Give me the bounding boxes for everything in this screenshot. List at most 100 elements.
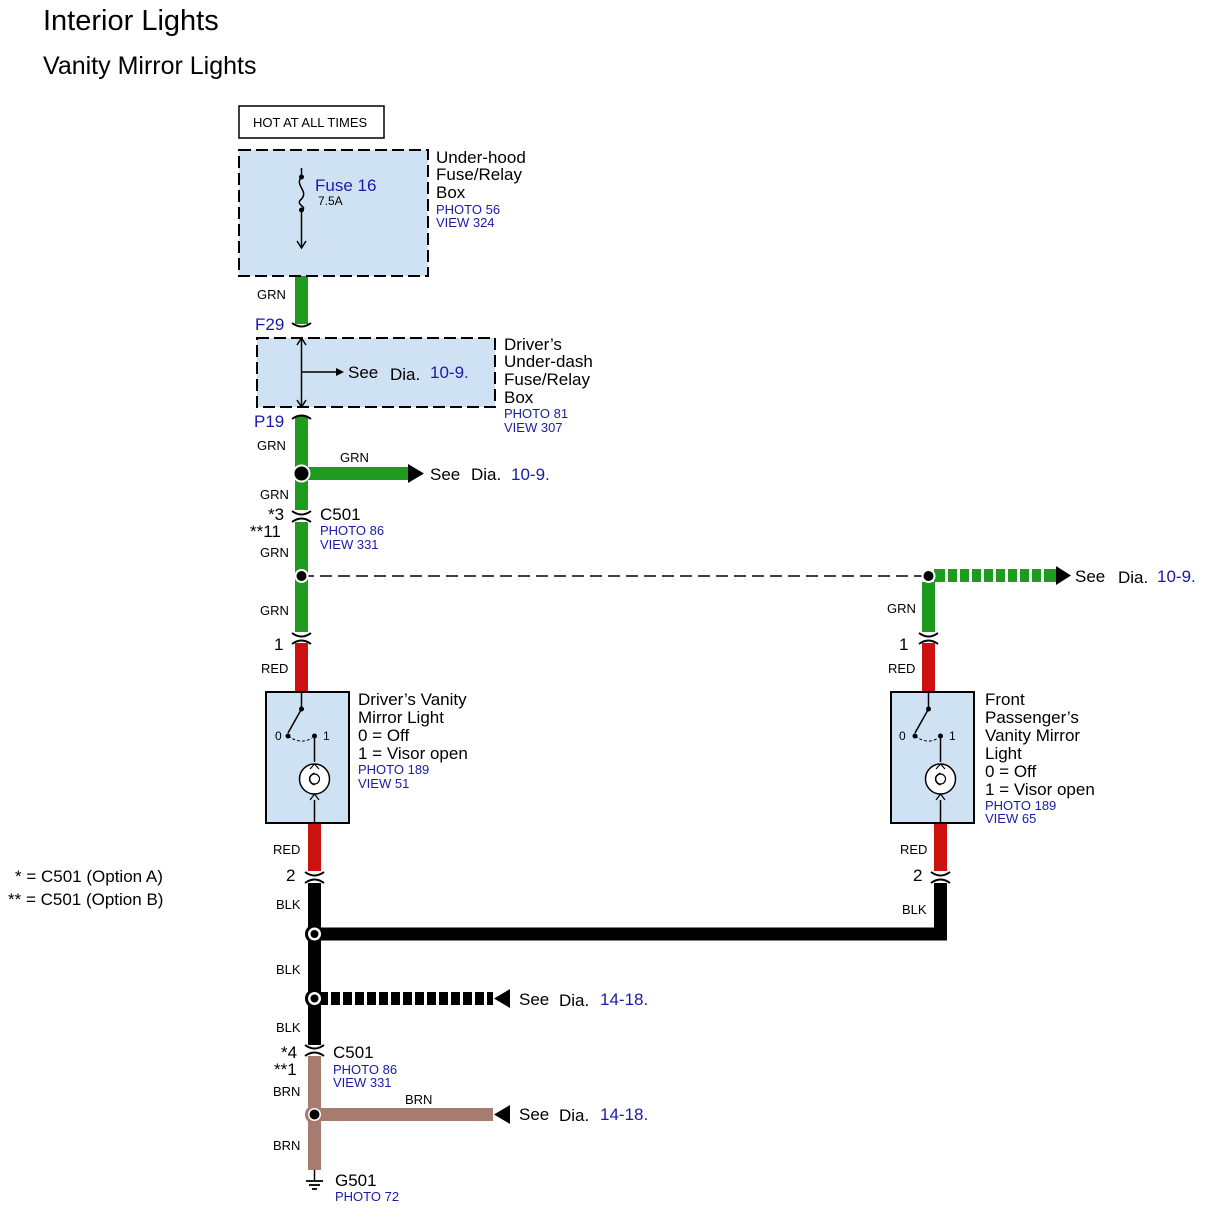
wire-label-grn-2: GRN	[257, 438, 286, 453]
page-title: Interior Lights	[43, 5, 219, 37]
branch-2-dia: Dia.	[1118, 568, 1148, 587]
passenger-light-line-1: Front	[985, 690, 1025, 709]
wire-red-passenger-bottom	[934, 823, 947, 871]
wire-red-driver-bottom	[308, 823, 321, 871]
fusebox-name-line-1: Under-hood	[436, 148, 526, 167]
wire-grn-passenger	[922, 582, 935, 632]
fusebox-name-line-3: Box	[436, 183, 466, 202]
wire-label-red-passenger-bottom: RED	[900, 842, 927, 857]
driver-light-line-2: Mirror Light	[358, 708, 444, 727]
underhood-fusebox-label: Under-hood Fuse/Relay Box PHOTO 56 VIEW …	[436, 148, 526, 230]
driver-pin-1: 1	[274, 635, 283, 654]
wire-blk-passenger	[315, 883, 947, 941]
driver-light-line-4: 1 = Visor open	[358, 744, 468, 763]
branch-4-link[interactable]: 14-18.	[600, 1105, 648, 1124]
arrow-branch-2	[1056, 566, 1071, 585]
branch-4-dia: Dia.	[559, 1106, 589, 1125]
passenger-light-view: VIEW 65	[985, 811, 1036, 826]
wire-label-grn-branch-1: GRN	[340, 450, 369, 465]
ground-g501: G501 PHOTO 72	[306, 1170, 399, 1204]
splice-passenger	[921, 569, 936, 583]
c501-top-view: VIEW 331	[320, 537, 379, 552]
c501-bottom-pin-b: **1	[274, 1060, 297, 1079]
passenger-light-line-6: 1 = Visor open	[985, 780, 1095, 799]
underdash-name-line-3: Fuse/Relay	[504, 370, 590, 389]
terminal-p19: P19	[254, 412, 284, 431]
underdash-dia: Dia.	[390, 365, 420, 384]
passenger-switch-1: 1	[949, 729, 956, 743]
underdash-ref[interactable]: 10-9.	[430, 363, 469, 382]
passenger-vanity-light-label: Front Passenger’s Vanity Mirror Light 0 …	[985, 690, 1095, 826]
wire-label-grn-4: GRN	[260, 545, 289, 560]
branch-1-ref: See Dia. 10-9.	[430, 465, 550, 484]
c501-top-pin-a: *3	[268, 505, 284, 524]
fusebox-view: VIEW 324	[436, 215, 495, 230]
driver-bulb-icon	[298, 763, 331, 795]
passenger-light-photo: PHOTO 189	[985, 798, 1056, 813]
driver-light-line-3: 0 = Off	[358, 726, 409, 745]
c501-bottom-pin-a: *4	[281, 1043, 297, 1062]
branch-1-link[interactable]: 10-9.	[511, 465, 550, 484]
wire-grn-p19-c501	[295, 416, 308, 510]
wire-label-red-driver-bottom: RED	[273, 842, 300, 857]
legend-option-b: ** = C501 (Option B)	[8, 890, 163, 909]
underdash-photo: PHOTO 81	[504, 406, 568, 421]
underdash-fusebox-label: Driver’s Under-dash Fuse/Relay Box PHOTO…	[504, 335, 593, 435]
wire-blk-branch-3-dashes	[328, 992, 487, 1005]
wire-label-red-passenger-top: RED	[888, 661, 915, 676]
ground-name: G501	[335, 1171, 377, 1190]
wire-label-grn-5: GRN	[260, 603, 289, 618]
wire-label-grn-3: GRN	[260, 487, 289, 502]
ground-photo: PHOTO 72	[335, 1189, 399, 1204]
passenger-light-line-3: Vanity Mirror	[985, 726, 1080, 745]
splice-branch-4-inner	[309, 1109, 320, 1120]
wire-label-blk-driver: BLK	[276, 897, 301, 912]
splice-blk-join-inner	[310, 930, 319, 938]
driver-pin-2: 2	[286, 866, 295, 885]
branch-1-dia: Dia.	[471, 465, 501, 484]
underdash-see: See	[348, 363, 378, 382]
page-subtitle: Vanity Mirror Lights	[43, 52, 257, 80]
passenger-light-line-4: Light	[985, 744, 1022, 763]
arrow-branch-1	[408, 464, 424, 483]
branch-3-link[interactable]: 14-18.	[600, 990, 648, 1009]
hot-label: HOT AT ALL TIMES	[253, 115, 367, 130]
underdash-fusebox: See Dia. 10-9.	[256, 336, 496, 409]
wire-red-passenger-top	[922, 643, 935, 693]
underdash-name-line-2: Under-dash	[504, 352, 593, 371]
driver-light-photo: PHOTO 189	[358, 762, 429, 777]
driver-light-line-1: Driver’s Vanity	[358, 690, 467, 709]
branch-3-ref: See Dia. 14-18.	[519, 990, 648, 1010]
passenger-light-line-5: 0 = Off	[985, 762, 1036, 781]
c501-bottom-photo: PHOTO 86	[333, 1062, 397, 1077]
arrow-branch-4	[494, 1105, 510, 1124]
c501-bottom-name: C501	[333, 1043, 374, 1062]
underdash-name-line-1: Driver’s	[504, 335, 562, 354]
underdash-name-line-4: Box	[504, 388, 534, 407]
branch-2-link[interactable]: 10-9.	[1157, 567, 1196, 586]
c501-top-name: C501	[320, 505, 361, 524]
wire-label-blk-2: BLK	[276, 962, 301, 977]
branch-1-see: See	[430, 465, 460, 484]
c501-top-photo: PHOTO 86	[320, 523, 384, 538]
driver-light-view: VIEW 51	[358, 776, 409, 791]
fusebox-name-line-2: Fuse/Relay	[436, 165, 522, 184]
legend-option-a: * = C501 (Option A)	[15, 867, 163, 886]
passenger-pin-2: 2	[913, 866, 922, 885]
passenger-light-line-2: Passenger’s	[985, 708, 1079, 727]
passenger-vanity-light: 0 1	[890, 691, 975, 824]
c501-bottom-view: VIEW 331	[333, 1075, 392, 1090]
ground-icon	[306, 1180, 323, 1190]
wire-grn-branch-2-dashes	[945, 569, 1044, 582]
branch-2-see: See	[1075, 567, 1105, 586]
wire-label-brn-1: BRN	[273, 1084, 300, 1099]
wire-brn-branch-4	[315, 1108, 493, 1121]
legend: * = C501 (Option A) ** = C501 (Option B)	[8, 867, 163, 909]
wire-label-brn-branch-4: BRN	[405, 1092, 432, 1107]
branch-3-dia: Dia.	[559, 991, 589, 1010]
branch-4-see: See	[519, 1105, 549, 1124]
c501-bottom-label: *4 **1 C501 PHOTO 86 VIEW 331	[274, 1043, 397, 1090]
wire-label-grn-passenger: GRN	[887, 601, 916, 616]
fuse-rating: 7.5A	[318, 194, 343, 208]
